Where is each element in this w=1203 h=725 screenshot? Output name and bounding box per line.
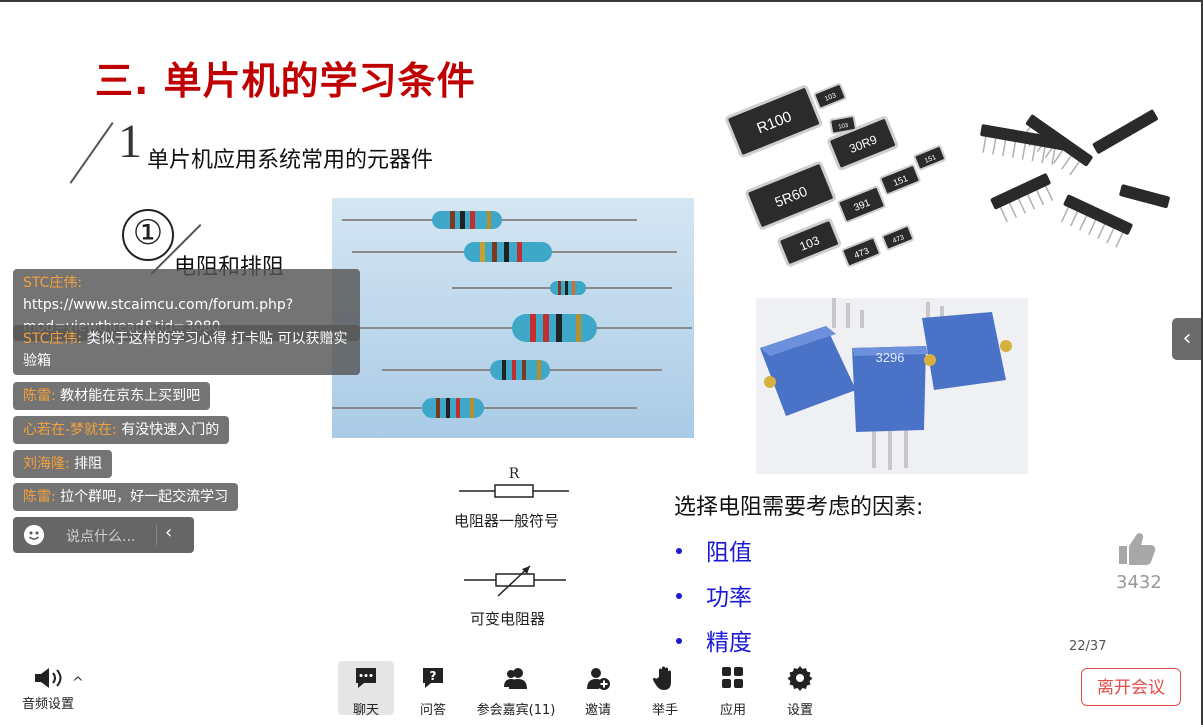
svg-text:103: 103 (838, 123, 850, 131)
toolbar-label: 举手 (651, 703, 678, 718)
toolbar-label: 参会嘉宾(11) (476, 703, 556, 718)
settings-icon (787, 666, 813, 691)
svg-text:151: 151 (924, 154, 938, 165)
subsection-number: ① (122, 209, 174, 261)
factor-label: 阻值 (706, 540, 752, 566)
section-number: 1 (118, 115, 142, 168)
toolbar-chat-button[interactable]: 聊天 (338, 661, 394, 718)
toolbar-label: 应用 (719, 703, 746, 718)
factors-title: 选择电阻需要考虑的因素: (674, 495, 924, 520)
toolbar-apps-button[interactable]: 应用 (705, 661, 761, 718)
chat-sender: 心若在-梦就在: (23, 422, 117, 438)
resistor-symbol: R (459, 466, 569, 498)
chat-input[interactable]: 说点什么... (66, 529, 136, 545)
factor-item: 功率 (676, 578, 752, 612)
chat-sender: 陈雷: (23, 388, 56, 404)
resistor-letter: R (509, 466, 520, 482)
factor-item: 精度 (676, 623, 752, 657)
chat-text: 排阻 (74, 456, 103, 472)
variable-resistor-symbol (464, 565, 566, 597)
chat-input-bar: 说点什么... ‹ (13, 517, 194, 553)
toolbar-label: 邀请 (584, 703, 611, 718)
chevron-left-icon: ‹ (165, 522, 173, 543)
toolbar-label: 设置 (786, 703, 813, 718)
resistor-network-photo (972, 74, 1197, 264)
toolbar-invite-button[interactable]: 邀请 (570, 661, 626, 718)
chat-text: 拉个群吧，好一起交流学习 (60, 489, 229, 505)
audio-settings-label: 音频设置 (21, 697, 74, 712)
chat-text: 有没快速入门的 (121, 422, 220, 438)
chat-collapse-button[interactable]: ‹ (165, 522, 172, 543)
variable-resistor-caption: 可变电阻器 (470, 610, 546, 628)
like-icon[interactable] (1115, 530, 1159, 566)
chevron-up-icon[interactable]: ^ (72, 675, 84, 691)
section-title: 单片机应用系统常用的元器件 (147, 148, 434, 173)
meeting-toolbar: 音频设置 ^ 聊天 ? 问答 参会嘉宾(11) 邀请 举 (0, 657, 1201, 725)
chevron-left-icon: ‹ (1182, 326, 1192, 351)
svg-text:?: ? (430, 669, 437, 683)
question-icon: ? (423, 668, 443, 688)
page-indicator: 22/37 (1069, 639, 1107, 654)
invite-icon (587, 668, 610, 690)
chat-sender: STC庄伟: (23, 331, 83, 347)
slide-canvas: 三. 单片机的学习条件 1 单片机应用系统常用的元器件 ① 电阻和排阻 (0, 2, 1201, 657)
chat-message: 心若在-梦就在: 有没快速入门的 (13, 416, 230, 444)
trimmer-potentiometers-photo: 3296 (756, 298, 1028, 474)
slide-title: 三. 单片机的学习条件 (95, 59, 476, 103)
toolbar-attendees-button[interactable]: 参会嘉宾(11) (473, 661, 559, 718)
chat-text: 类似于这样的学习心得 打卡贴 可以获赠实验箱 (23, 331, 348, 369)
emoji-icon[interactable] (24, 525, 44, 545)
chat-sender: STC庄伟: (23, 275, 83, 291)
resistor-symbol-caption: 电阻器一般符号 (454, 512, 560, 530)
side-panel-toggle[interactable]: ‹ (1172, 318, 1202, 360)
speaker-icon (35, 668, 62, 688)
chat-message: 陈雷: 教材能在京东上买到吧 (13, 382, 211, 410)
toolbar-label: 问答 (419, 703, 446, 718)
trimpot-label: 3296 (876, 350, 905, 365)
chat-message: 陈雷: 拉个群吧，好一起交流学习 (13, 483, 239, 511)
svg-text:473: 473 (892, 234, 906, 245)
toolbar-settings-button[interactable]: 设置 (772, 661, 828, 718)
toolbar-raise-hand-button[interactable]: 举手 (637, 661, 693, 718)
svg-text:103: 103 (824, 92, 838, 103)
factor-label: 精度 (706, 630, 752, 656)
chat-sender: 刘海隆: (23, 456, 70, 472)
leave-meeting-button[interactable]: 离开会议 (1081, 668, 1181, 706)
section-divider (69, 122, 114, 184)
chat-sender: 陈雷: (23, 489, 56, 505)
like-count: 3432 (1116, 572, 1162, 593)
chat-text: 教材能在京东上买到吧 (60, 388, 201, 404)
chat-icon (356, 668, 376, 688)
resistors-photo (332, 198, 694, 438)
raise-hand-icon (652, 666, 671, 690)
attendees-icon (504, 668, 527, 689)
smd-resistors-photo: R100 5R60 30R9 103 391 151 473 103 103 1… (718, 74, 963, 294)
chat-message: STC庄伟: 类似于这样的学习心得 打卡贴 可以获赠实验箱 (13, 325, 360, 375)
chat-message: 刘海隆: 排阻 (13, 450, 113, 478)
audio-settings-button[interactable]: 音频设置 (8, 665, 88, 712)
factor-label: 功率 (706, 585, 752, 611)
apps-icon (722, 667, 743, 688)
toolbar-qa-button[interactable]: ? 问答 (405, 661, 461, 718)
factor-item: 阻值 (676, 533, 752, 567)
toolbar-label: 聊天 (352, 703, 379, 718)
